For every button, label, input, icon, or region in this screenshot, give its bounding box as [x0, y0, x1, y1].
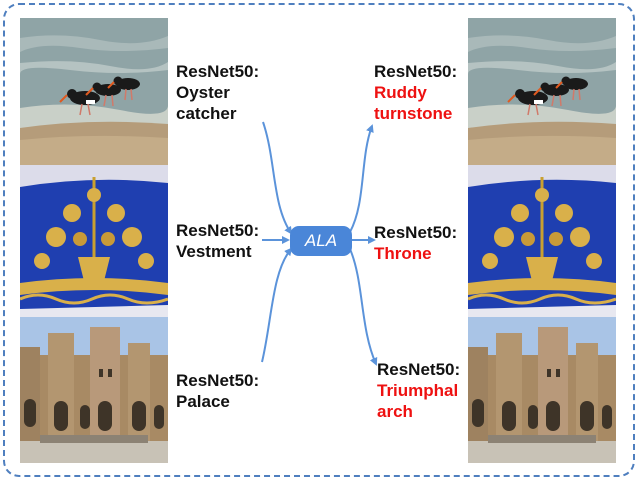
model-name: ResNet50:	[377, 360, 461, 379]
dashed-frame	[3, 3, 635, 477]
oystercatcher-birds-photo-attacked	[468, 18, 616, 165]
original-prediction-oyster: ResNet50: Oyster catcher	[176, 61, 259, 124]
prediction-line: Ruddy	[374, 83, 427, 102]
prediction-line: catcher	[176, 104, 237, 123]
prediction-line: Throne	[374, 244, 432, 263]
arrow-ala-to-triumphal	[349, 248, 378, 366]
original-prediction-palace: ResNet50: Palace	[176, 370, 259, 412]
oystercatcher-birds-photo-original	[20, 18, 168, 165]
vestment-embroidery-photo-attacked	[468, 165, 616, 317]
ala-method-box: ALA	[290, 226, 352, 256]
prediction-line: Triumphal	[377, 381, 459, 400]
model-name: ResNet50:	[176, 371, 260, 390]
prediction-line: Palace	[176, 392, 230, 411]
original-prediction-vestment: ResNet50: Vestment	[176, 220, 259, 262]
palace-photo-attacked	[468, 317, 616, 463]
attacked-prediction-ruddy: ResNet50: Ruddy turnstone	[374, 61, 457, 124]
arrow-ala-to-ruddy	[349, 124, 374, 233]
prediction-line: Vestment	[176, 242, 252, 261]
prediction-line: Oyster	[176, 83, 230, 102]
attacked-prediction-triumphal: ResNet50: Triumphal arch	[377, 359, 460, 422]
palace-photo-original	[20, 317, 168, 463]
arrow-oyster-to-ala	[262, 121, 293, 235]
prediction-line: arch	[377, 402, 413, 421]
attacked-prediction-throne: ResNet50: Throne	[374, 222, 457, 264]
model-name: ResNet50:	[374, 62, 458, 81]
model-name: ResNet50:	[176, 62, 260, 81]
prediction-line: turnstone	[374, 104, 453, 123]
arrow-palace-to-ala	[261, 247, 293, 363]
model-name: ResNet50:	[374, 223, 458, 242]
model-name: ResNet50:	[176, 221, 260, 240]
vestment-embroidery-photo-original	[20, 165, 168, 317]
